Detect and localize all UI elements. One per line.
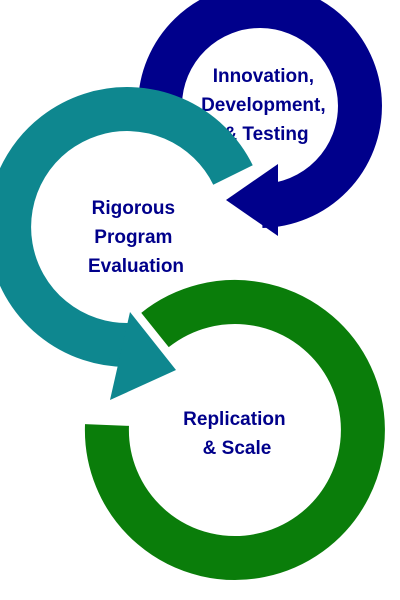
innovation-label: Innovation, Development, & Testing	[201, 66, 331, 145]
evaluation-label: Rigorous Program Evaluation	[88, 198, 184, 277]
innovation-stage: Innovation, Development, & Testing	[138, 0, 382, 236]
innovation-arrowhead	[226, 164, 278, 236]
innovation-arc	[138, 0, 382, 228]
evaluation-arrowhead	[110, 312, 176, 400]
replication-label: Replication & Scale	[183, 409, 291, 459]
replication-ring	[84, 280, 385, 580]
replication-stage: Replication & Scale	[84, 280, 385, 580]
evaluation-arc	[0, 87, 253, 368]
evaluation-stage: Rigorous Program Evaluation	[0, 87, 253, 400]
